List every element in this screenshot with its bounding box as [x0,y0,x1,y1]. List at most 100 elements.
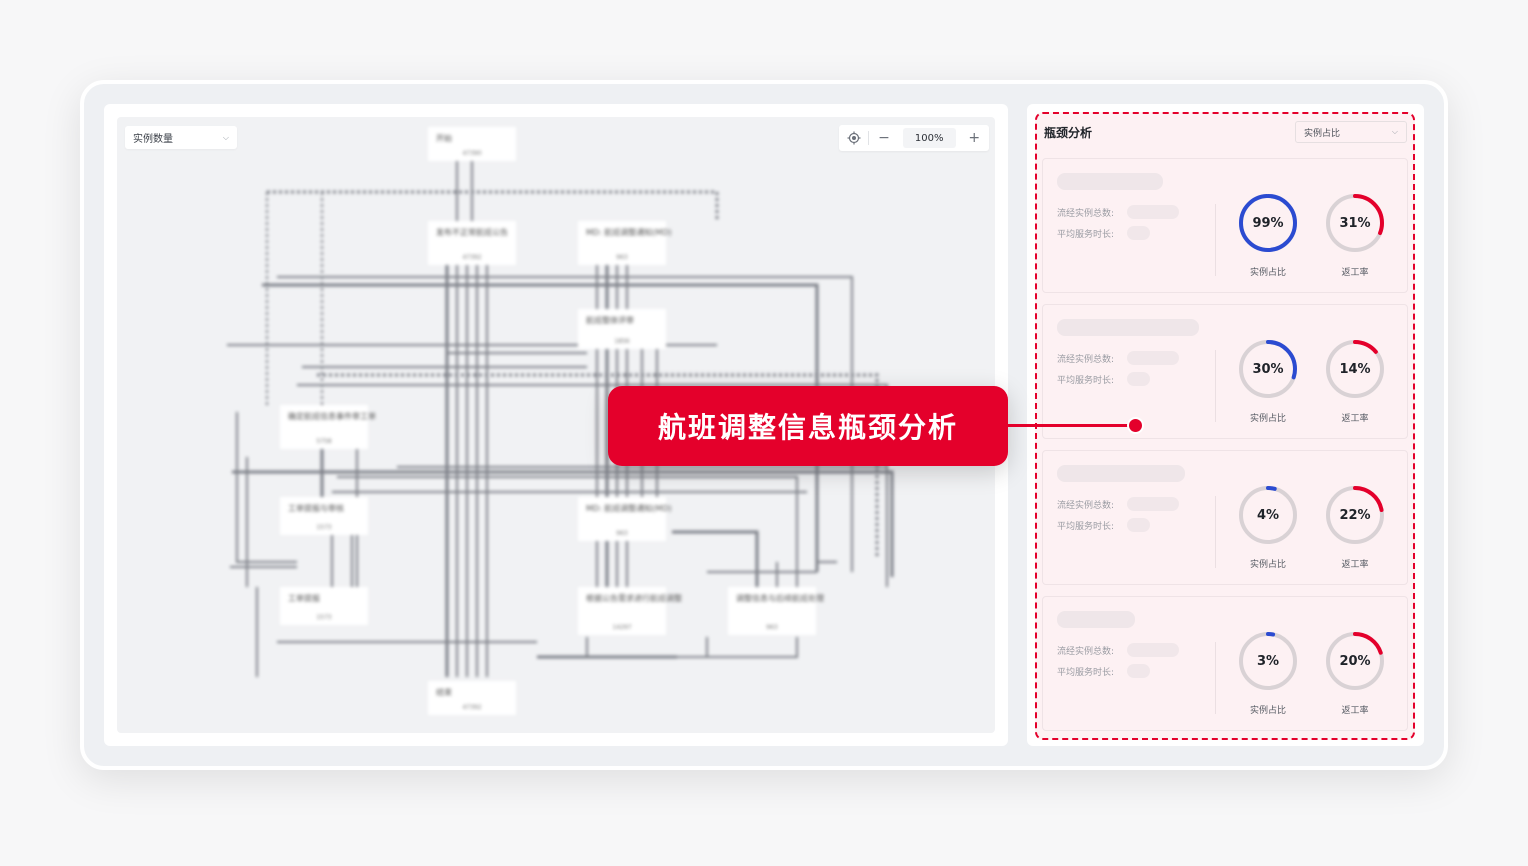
zoom-controls: − 100% + [839,125,989,151]
flow-node[interactable]: MD: 航班调整通知(MD)963 [578,221,672,265]
share-ring-label: 实例占比 [1249,268,1286,278]
flow-node-count: 47392 [462,704,481,711]
total-instances-placeholder [1127,351,1179,365]
flow-node[interactable]: MD: 航班调整通知(MD) 963 [578,497,672,541]
flow-node-count: 1573 [316,614,331,621]
share-ring-chart [1239,340,1297,398]
rework-ring-label: 返工率 [1341,268,1369,278]
flow-edge [586,637,798,658]
rework-ring-arc [1326,194,1384,252]
flow-node-count: 963 [766,624,778,631]
flow-node-box [578,221,666,265]
avg-time-placeholder [1127,518,1150,532]
flow-node-box [280,587,368,625]
flow-node-count: 14297 [612,624,631,631]
share-ring-arc [1239,194,1297,252]
bottleneck-card[interactable]: 流经实例总数: 平均服务时长: 3% 实例占比 20% 返工率 [1042,596,1408,731]
flow-node-label: 根据公告需求进行航班调整 [586,593,682,603]
flow-edge [397,466,888,587]
flow-node-label: 工单提报 [288,593,320,603]
rework-ring-value: 22% [1339,507,1371,523]
flow-edge [672,530,759,587]
rework-ring-chart [1326,632,1384,690]
flow-node-count: 1573 [316,524,331,531]
flow-node-label: 发布不正常航班公告 [436,227,508,237]
share-ring-chart [1239,632,1297,690]
flow-node-box [578,309,666,349]
share-ring-label: 实例占比 [1249,706,1286,716]
avg-time-placeholder [1127,226,1150,240]
flow-node-box [428,221,516,265]
total-instances-placeholder [1127,497,1179,511]
bottleneck-card[interactable]: 流经实例总数: 平均服务时长: 99% 实例占比 31% 返工率 [1042,158,1408,293]
share-ring-arc [1239,340,1297,398]
share-ring-value: 4% [1256,507,1280,523]
flow-node-count: 963 [616,530,628,537]
activity-name-placeholder [1057,465,1185,482]
callout-connector-dot [1127,417,1144,434]
share-ring-label: 实例占比 [1249,560,1286,570]
flow-node-label: MD: 航班调整通知(MD) [586,227,672,237]
sort-select-value: 实例占比 [1304,128,1341,139]
bottleneck-card[interactable]: 流经实例总数: 平均服务时长: 30% 实例占比 14% 返工率 [1042,304,1408,439]
flow-edge [317,373,879,557]
share-ring-value: 3% [1256,653,1280,669]
flow-node-label: 航班整体评审 [586,315,634,325]
divider [1215,496,1216,568]
total-instances-label: 流经实例总数: [1057,355,1115,365]
flow-node[interactable]: 根据公告需求进行航班调整 14297 [578,587,682,635]
share-ring-label: 实例占比 [1249,414,1286,424]
rework-ring-value: 31% [1339,215,1371,231]
rework-ring-label: 返工率 [1341,560,1369,570]
total-instances-label: 流经实例总数: [1057,501,1115,511]
zoom-in-button[interactable]: + [968,130,981,146]
locate-button[interactable] [839,125,868,151]
share-ring-arc [1239,486,1297,544]
divider [1215,204,1216,276]
flow-edge [236,412,297,563]
avg-time-label: 平均服务时长: [1057,376,1115,386]
crosshair-icon [847,131,861,145]
total-instances-label: 流经实例总数: [1057,209,1115,219]
flow-node-count: 1856 [614,338,629,345]
flow-node-box [280,405,368,449]
flow-node-box [428,681,516,715]
zoom-level: 100% [902,128,956,148]
flow-node[interactable]: 航班整体评审 1856 [578,309,666,349]
flow-node-box [728,587,816,635]
avg-time-placeholder [1127,664,1150,678]
rework-ring-chart [1326,340,1384,398]
flow-node-label: MD: 航班调整通知(MD) [586,503,672,513]
metric-select-value: 实例数量 [133,134,173,145]
flow-node-box [280,497,368,535]
bottleneck-title: 瓶颈分析 [1044,126,1093,140]
flow-node[interactable]: 工单提报与审核 1573 [280,497,368,535]
flow-node-label: 开始 [436,133,452,143]
rework-ring-arc [1326,340,1384,398]
rework-ring-label: 返工率 [1341,706,1369,716]
callout-connector-line [1008,424,1136,427]
flow-node-count: 5758 [316,438,331,445]
zoom-out-button[interactable]: − [878,130,890,146]
rework-ring-chart [1326,194,1384,252]
flow-node-label: 工单提报与审核 [288,503,344,513]
rework-ring-arc [1326,486,1384,544]
avg-time-label: 平均服务时长: [1057,522,1115,532]
divider [1215,350,1216,422]
flow-edge [267,190,719,222]
sort-select[interactable]: 实例占比 ⌵ [1295,121,1407,143]
flow-edge [262,283,819,572]
divider [1215,642,1216,714]
share-ring-chart [1239,194,1297,252]
flow-node[interactable]: 工单提报 1573 [280,587,368,625]
bottleneck-card[interactable]: 流经实例总数: 平均服务时长: 4% 实例占比 22% 返工率 [1042,450,1408,585]
activity-name-placeholder [1057,173,1163,190]
metric-select[interactable]: 实例数量 ⌵ [125,126,237,149]
activity-name-placeholder [1057,319,1199,336]
